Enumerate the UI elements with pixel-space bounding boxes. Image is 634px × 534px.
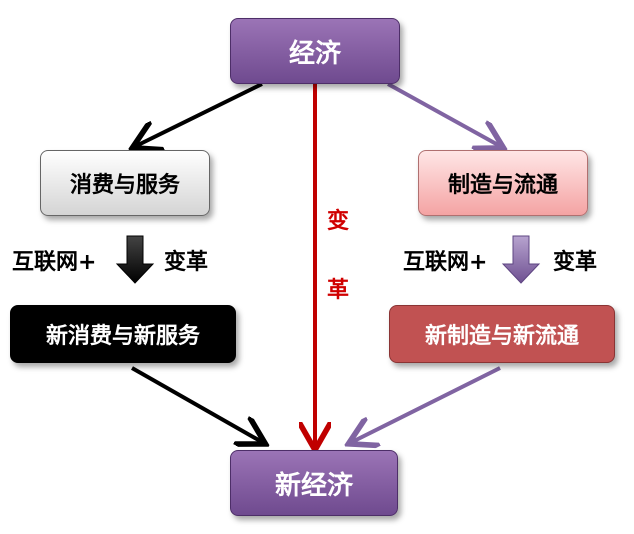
arrow-top-to-consume [136, 82, 263, 146]
center-label-char-2: 革 [327, 278, 350, 303]
node-new-economy: 新经济 [230, 450, 398, 516]
node-economy: 经济 [230, 18, 400, 84]
center-label-char-1: 变 [327, 209, 350, 234]
label-change-left: 变革 [164, 250, 209, 275]
arrow-new-consume-to-bottom [131, 366, 262, 442]
label-internet-plus-left: 互联网+ [12, 250, 97, 275]
node-economy-label: 经济 [288, 38, 341, 69]
label-internet-plus-right: 互联网+ [403, 250, 488, 275]
node-manufacture-circulation: 制造与流通 [418, 150, 588, 216]
block-arrow-left [115, 235, 155, 284]
node-new-consumption-service: 新消费与新服务 [10, 305, 236, 363]
node-new-manufacture-circulation: 新制造与新流通 [389, 305, 615, 363]
block-arrow-right [501, 235, 541, 284]
label-change-right: 变革 [553, 250, 598, 275]
node-consumption-service: 消费与服务 [40, 150, 210, 216]
arrow-new-manufacture-to-bottom [352, 366, 501, 442]
node-consumption-service-label: 消费与服务 [69, 173, 180, 198]
arrow-top-to-manufacture [387, 82, 500, 146]
node-new-consumption-service-label: 新消费与新服务 [45, 324, 200, 349]
node-new-manufacture-circulation-label: 新制造与新流通 [424, 324, 579, 349]
node-new-economy-label: 新经济 [274, 470, 353, 501]
node-manufacture-circulation-label: 制造与流通 [447, 173, 558, 198]
